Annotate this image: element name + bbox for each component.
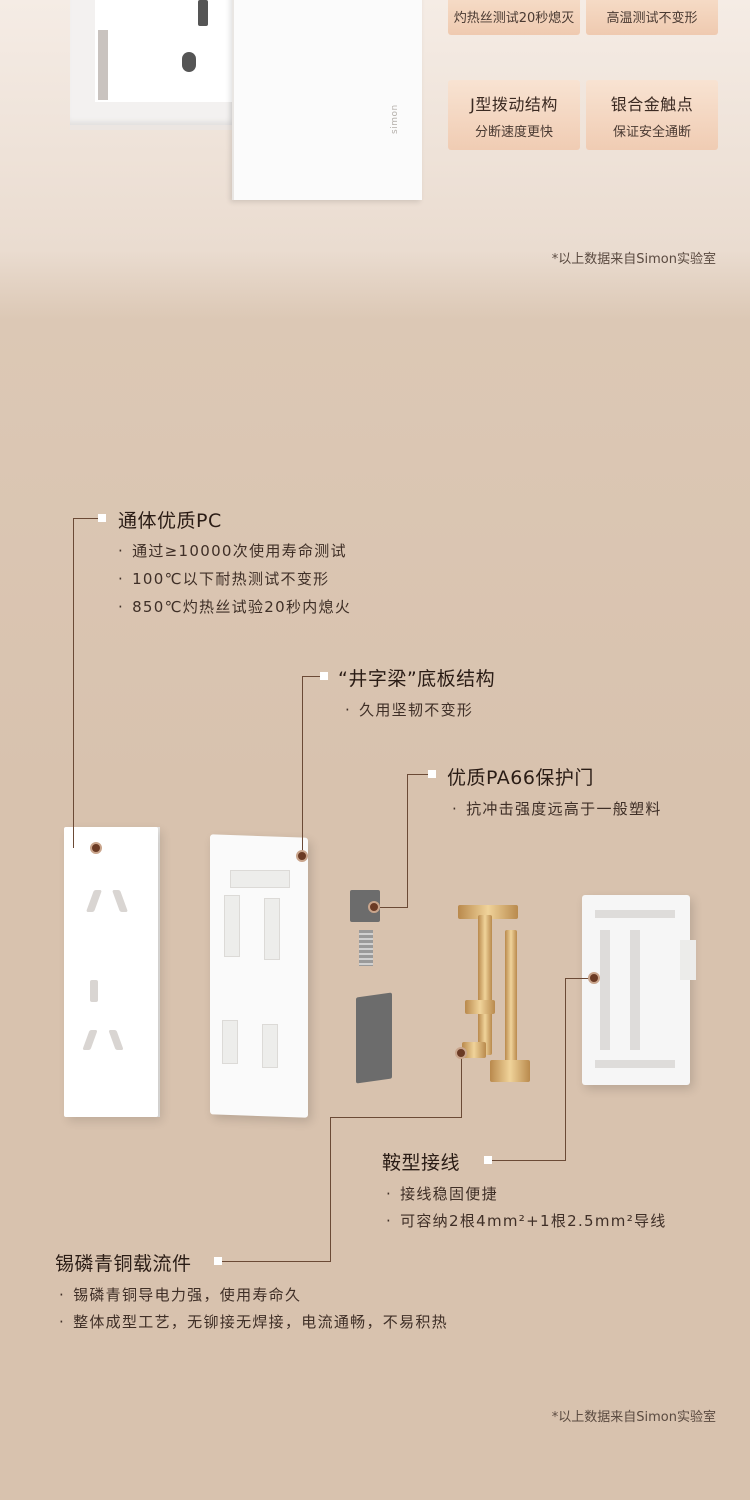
callout-title: 锡磷青铜载流件 (55, 1253, 192, 1275)
callout-title: 通体优质PC (118, 510, 222, 532)
switch-cover (232, 0, 422, 200)
socket-slot (182, 52, 196, 72)
callout-item: 抗冲击强度远高于一般塑料 (452, 798, 662, 819)
spring (359, 930, 373, 966)
callout-item: 850℃灼热丝试验20秒内熄火 (118, 596, 351, 617)
brand-logo: simon (390, 104, 400, 134)
callout-dot (296, 850, 308, 862)
callout-dot (455, 1047, 467, 1059)
socket-slot (198, 0, 208, 26)
footnote: *以上数据来自Simon实验室 (551, 252, 716, 267)
callout-item: 接线稳固便捷 (386, 1183, 498, 1204)
callout-item: 整体成型工艺，无铆接无焊接，电流通畅，不易积热 (59, 1311, 448, 1332)
socket-hole (90, 980, 98, 1002)
callout-dot (588, 972, 600, 984)
socket-face (95, 0, 235, 102)
feature-badge: J型拨动结构 分断速度更快 (448, 80, 580, 150)
callout-dot (368, 901, 380, 913)
shutter-bottom (356, 992, 392, 1084)
callout-title: 优质PA66保护门 (447, 767, 594, 789)
feature-badge: 高温测试不变形 (586, 0, 718, 35)
callout-item: 可容纳2根4mm²+1根2.5mm²导线 (386, 1210, 667, 1231)
socket-label-strip (98, 30, 108, 100)
footnote: *以上数据来自Simon实验室 (551, 1410, 716, 1425)
callout-item: 通过≥10000次使用寿命测试 (118, 540, 347, 561)
feature-badge: 灼热丝测试20秒熄灭 (448, 0, 580, 35)
callout-item: 久用坚韧不变形 (345, 699, 473, 720)
feature-badge: 银合金触点 保证安全通断 (586, 80, 718, 150)
callout-title: 鞍型接线 (382, 1152, 461, 1174)
callout-item: 锡磷青铜导电力强，使用寿命久 (59, 1284, 301, 1305)
callout-title: “井字梁”底板结构 (338, 668, 496, 690)
callout-dot (90, 842, 102, 854)
callout-item: 100℃以下耐热测试不变形 (118, 568, 329, 589)
